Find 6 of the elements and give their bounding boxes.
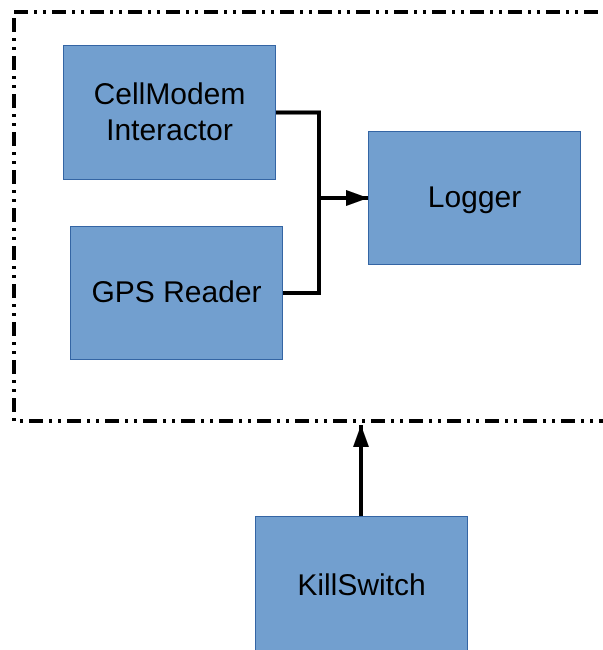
process-box: CellModem Interactor	[63, 45, 276, 180]
arrow	[283, 190, 368, 295]
process-box: GPS Reader	[70, 226, 283, 360]
arrow	[353, 425, 369, 516]
process-box: Logger	[368, 131, 581, 265]
process-box: KillSwitch	[255, 516, 468, 650]
